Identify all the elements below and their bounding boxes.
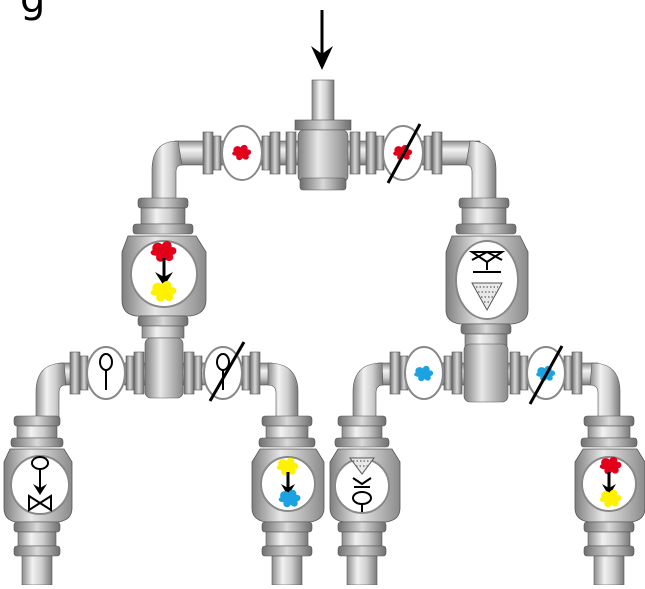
down-arrow-icon [311,10,333,70]
top-left-indicator-red [221,125,263,181]
bottom-valve-4 [574,415,645,586]
diagonal-strike-icon [208,341,246,402]
right-sub-indicator-blue-struck [526,345,566,405]
right-sub-indicator-blue [404,346,444,400]
bowtie-valve-icon [468,250,506,264]
bottom-valve-2 [251,415,325,586]
left-sub-indicator-lollipop-struck [203,341,246,402]
top-inlet-pipe [311,79,335,123]
clipped-header-text: g [20,0,45,22]
left-sub-indicator-lollipop [86,346,126,400]
right-main-valve [445,197,529,347]
lollipop-icon [99,353,113,390]
left-sub-manifold [35,337,299,421]
diagonal-strike-icon [386,123,422,184]
bowtie-valve-icon [28,494,52,512]
left-main-valve [121,197,207,339]
bottom-valve-1 [3,415,73,586]
dotted-funnel-icon [349,457,375,475]
right-sub-manifold [352,343,621,421]
top-manifold-pipe [151,119,497,206]
bottom-valve-3 [329,415,401,586]
dotted-funnel-icon [471,282,503,312]
diagonal-strike-icon [528,345,564,405]
top-right-indicator-red-struck [382,123,424,184]
